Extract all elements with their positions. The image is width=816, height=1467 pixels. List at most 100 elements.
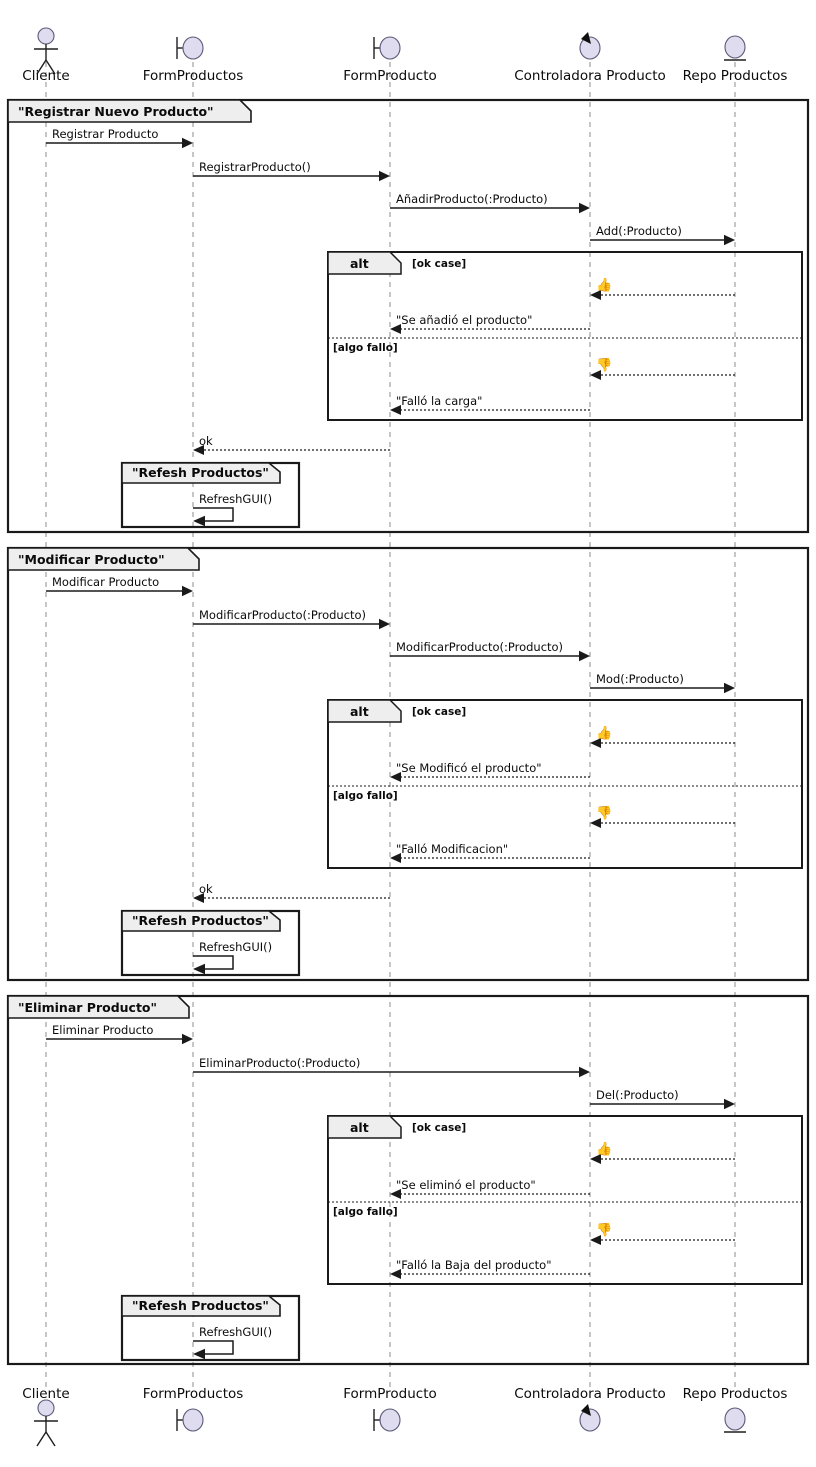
groups-layer: "Registrar Nuevo Producto"alt[ok case][a… — [6, 98, 810, 1366]
participant-footer-formproductos[interactable]: FormProductos — [143, 1386, 244, 1432]
message-c2[interactable]: "Se eliminó el producto" — [390, 1178, 590, 1199]
group-group-registrar: "Registrar Nuevo Producto" — [6, 98, 810, 534]
participant-header-controladora[interactable]: Controladora Producto — [514, 32, 666, 84]
message-m11[interactable]: Eliminar Producto — [46, 1023, 193, 1045]
message-b4[interactable]: "Falló Modificacion" — [390, 842, 590, 863]
message-m10[interactable]: ok — [193, 882, 390, 903]
message-arrowhead-c4 — [390, 1269, 401, 1279]
message-arrowhead-m1 — [182, 137, 193, 149]
nested-group-refesh-2: "Refesh Productos" — [120, 909, 301, 977]
message-arrowhead-b1 — [590, 738, 601, 748]
alt-title-alt-registrar: alt — [350, 256, 369, 271]
participant-heads-layer: ClienteClienteFormProductosFormProductos… — [22, 27, 788, 1447]
self-call-arrowhead-refesh-2 — [193, 963, 205, 975]
alt-alt-registrar: alt[ok case] — [327, 251, 803, 421]
message-b3[interactable]: 👎 — [590, 805, 735, 828]
message-arrowhead-b3 — [590, 818, 601, 828]
message-arrowhead-a4 — [390, 405, 401, 415]
self-call-refesh-2[interactable]: RefreshGUI() — [193, 940, 272, 975]
participant-footer-label-repo: Repo Productos — [683, 1386, 788, 1402]
boundary-circle-icon — [182, 36, 204, 60]
lifelines-layer — [45, 62, 736, 1392]
message-arrowhead-m5 — [193, 445, 204, 455]
participant-icon-boundary-formproducto-header — [373, 36, 401, 60]
message-c3[interactable]: 👎 — [590, 1222, 735, 1245]
boundary-circle-icon — [379, 1408, 401, 1432]
message-label-b1: 👍 — [596, 725, 612, 741]
actor-leg-left-icon — [36, 1431, 47, 1447]
message-c1[interactable]: 👍 — [590, 1141, 735, 1164]
actor-leg-right-icon — [45, 1431, 56, 1447]
message-m12[interactable]: EliminarProducto(:Producto) — [193, 1056, 590, 1078]
message-m13[interactable]: Del(:Producto) — [590, 1088, 735, 1110]
group-group-registrar: "Registrar Nuevo Producto" — [6, 98, 810, 534]
message-m3[interactable]: AñadirProducto(:Producto) — [390, 192, 590, 214]
participant-header-repo[interactable]: Repo Productos — [683, 35, 788, 84]
participant-header-cliente[interactable]: Cliente — [22, 27, 70, 84]
entity-circle-icon — [724, 1407, 746, 1431]
message-m2[interactable]: RegistrarProducto() — [193, 160, 390, 182]
messages-layer: Registrar ProductoRegistrarProducto()Aña… — [46, 127, 735, 1360]
message-m6[interactable]: Modificar Producto — [46, 575, 193, 597]
message-arrowhead-m11 — [182, 1033, 193, 1045]
group-group-eliminar: "Eliminar Producto" — [6, 994, 810, 1366]
self-call-arrowhead-refesh-3 — [193, 1348, 205, 1360]
alt-border-alt-registrar — [327, 251, 803, 421]
participant-header-formproductos[interactable]: FormProductos — [143, 36, 244, 84]
control-arrow-icon — [581, 1404, 591, 1416]
self-call-label-refesh-1: RefreshGUI() — [199, 492, 272, 506]
group-tab-refesh-1 — [121, 462, 281, 484]
message-b1[interactable]: 👍 — [590, 725, 735, 748]
message-m4[interactable]: Add(:Producto) — [590, 224, 735, 246]
alt-fragment-alt-modificar: alt[ok case][algo fallo] — [327, 699, 803, 869]
message-arrowhead-b2 — [390, 772, 401, 782]
alt-border-alt-modificar — [327, 699, 803, 869]
message-a1[interactable]: 👍 — [590, 277, 735, 300]
message-m7[interactable]: ModificarProducto(:Producto) — [193, 608, 390, 630]
self-call-refesh-1[interactable]: RefreshGUI() — [193, 492, 272, 527]
participant-footer-controladora[interactable]: Controladora Producto — [514, 1386, 666, 1432]
message-label-m13: Del(:Producto) — [596, 1088, 679, 1102]
group-tab-group-eliminar — [7, 995, 190, 1019]
participant-icon-entity-repo-header — [724, 35, 746, 61]
message-label-c4: "Falló la Baja del producto" — [396, 1258, 552, 1272]
message-m5[interactable]: ok — [193, 434, 390, 455]
alt-fragment-alt-eliminar: alt[ok case][algo fallo] — [327, 1115, 803, 1285]
message-arrowhead-m10 — [193, 893, 204, 903]
alt-border-alt-eliminar — [327, 1115, 803, 1285]
message-arrowhead-a3 — [590, 370, 601, 380]
message-arrowhead-m13 — [724, 1098, 735, 1110]
message-label-m11: Eliminar Producto — [52, 1023, 153, 1037]
participant-footer-repo[interactable]: Repo Productos — [683, 1386, 788, 1433]
message-label-c1: 👍 — [596, 1141, 612, 1157]
group-tab-refesh-3 — [121, 1295, 281, 1317]
group-group-modificar: "Modificar Producto" — [6, 546, 810, 982]
message-c4[interactable]: "Falló la Baja del producto" — [390, 1258, 590, 1279]
participant-label-controladora: Controladora Producto — [514, 68, 666, 84]
self-call-refesh-3[interactable]: RefreshGUI() — [193, 1325, 272, 1360]
message-b2[interactable]: "Se Modificó el producto" — [390, 761, 590, 782]
group-tab-group-registrar — [7, 99, 252, 123]
participant-footer-label-formproducto: FormProducto — [343, 1386, 437, 1402]
participant-footer-formproducto[interactable]: FormProducto — [343, 1386, 437, 1432]
message-a3[interactable]: 👎 — [590, 357, 735, 380]
group-refesh-1: "Refesh Productos" — [120, 461, 301, 529]
alt-title-alt-eliminar: alt — [350, 1120, 369, 1135]
participant-icon-control-controladora-footer — [579, 1404, 601, 1432]
message-m9[interactable]: Mod(:Producto) — [590, 672, 735, 694]
alt-fragment-alt-registrar: alt[ok case][algo fallo] — [327, 251, 803, 421]
boundary-circle-icon — [379, 36, 401, 60]
message-m1[interactable]: Registrar Producto — [46, 127, 193, 149]
control-arrow-icon — [581, 32, 591, 44]
group-border-group-eliminar — [6, 994, 810, 1366]
self-call-label-refesh-2: RefreshGUI() — [199, 940, 272, 954]
message-a2[interactable]: "Se añadió el producto" — [390, 313, 590, 334]
group-refesh-2: "Refesh Productos" — [120, 909, 301, 977]
message-m8[interactable]: ModificarProducto(:Producto) — [390, 640, 590, 662]
message-label-m6: Modificar Producto — [52, 575, 159, 589]
participant-footer-cliente[interactable]: Cliente — [22, 1386, 70, 1447]
message-label-a3: 👎 — [596, 357, 612, 373]
message-label-m10: ok — [199, 882, 213, 896]
participant-header-formproducto[interactable]: FormProducto — [343, 36, 437, 84]
message-a4[interactable]: "Falló la carga" — [390, 394, 590, 415]
